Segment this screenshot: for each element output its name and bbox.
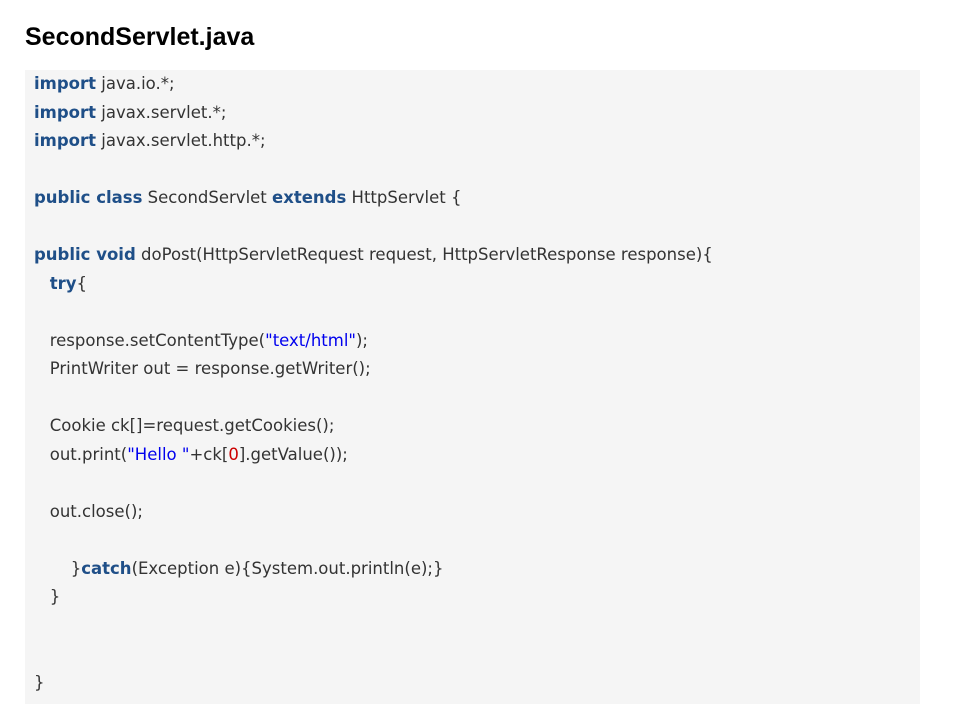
code-token-keyword: extends — [272, 188, 347, 207]
slide-title: SecondServlet.java — [25, 23, 255, 51]
code-token-keyword: import — [34, 74, 97, 93]
code-line: import javax.servlet.http.*; — [34, 127, 266, 155]
code-token-code-text: PrintWriter out = response.getWriter(); — [34, 359, 371, 378]
code-line: import javax.servlet.*; — [34, 99, 226, 127]
code-line: public class SecondServlet extends HttpS… — [34, 184, 462, 212]
code-line: import java.io.*; — [34, 70, 175, 98]
code-line: }catch(Exception e){System.out.println(e… — [34, 555, 444, 583]
code-token-code-text: +ck[ — [189, 444, 229, 464]
code-token-code-text: } — [34, 672, 45, 692]
code-token-string-literal: "Hello " — [127, 444, 190, 464]
code-line: public void doPost(HttpServletRequest re… — [34, 241, 713, 269]
code-token-code-text: javax.servlet.http.*; — [96, 131, 266, 150]
code-token-code-text: } — [34, 558, 82, 578]
code-line: response.setContentType("text/html"); — [34, 327, 368, 355]
code-token-code-text: ].getValue()); — [238, 444, 348, 464]
code-token-code-text: response.setContentType( — [34, 330, 266, 350]
code-line: Cookie ck[]=request.getCookies(); — [34, 412, 335, 440]
code-token-code-text: } — [34, 587, 61, 606]
code-token-code-text: ); — [356, 330, 368, 350]
code-token-code-text: doPost(HttpServletRequest request, HttpS… — [135, 245, 713, 264]
code-token-code-text: javax.servlet.*; — [96, 102, 227, 122]
code-token-number-literal: 0 — [228, 444, 239, 464]
code-line: } — [34, 583, 61, 611]
code-token-keyword: public class — [34, 188, 143, 207]
code-line: PrintWriter out = response.getWriter(); — [34, 355, 371, 383]
code-line: } — [34, 669, 45, 697]
code-token-code-text: (Exception e){System.out.println(e);} — [131, 558, 444, 578]
code-line: out.close(); — [34, 498, 143, 526]
code-line: out.print("Hello "+ck[0].getValue()); — [34, 441, 348, 469]
code-token-code-text: out.print( — [34, 444, 128, 464]
code-token-string-literal: "text/html" — [265, 330, 356, 350]
code-token-keyword: catch — [81, 558, 132, 578]
code-token-keyword: import — [34, 102, 97, 122]
code-token-code-text: out.close(); — [34, 501, 143, 521]
code-token-code-text: HttpServlet { — [346, 188, 462, 207]
code-token-code-text: Cookie ck[]=request.getCookies(); — [34, 416, 335, 435]
code-token-keyword: try — [49, 273, 77, 293]
code-token-code-text — [34, 274, 50, 293]
code-line: try{ — [34, 270, 87, 298]
code-token-code-text: { — [76, 273, 88, 293]
code-token-keyword: import — [34, 131, 97, 150]
code-block: import java.io.*;import javax.servlet.*;… — [25, 70, 920, 704]
code-token-keyword: public void — [34, 245, 136, 264]
code-token-code-text: java.io.*; — [96, 74, 175, 93]
code-token-code-text: SecondServlet — [142, 188, 273, 207]
